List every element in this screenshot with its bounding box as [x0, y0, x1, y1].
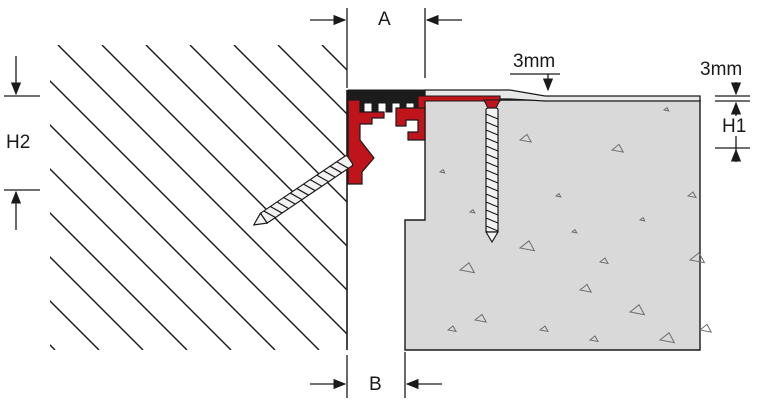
label-gap-side: 3mm	[700, 59, 743, 80]
label-gap-top: 3mm	[513, 51, 556, 72]
dimension-b	[310, 352, 442, 398]
vertical-screw-icon	[483, 99, 501, 244]
red-profile-right	[395, 107, 426, 141]
red-profile-left	[347, 99, 385, 185]
dimension-a	[310, 8, 462, 88]
dimension-h2	[4, 56, 40, 230]
label-h2: H2	[6, 132, 31, 153]
angled-screw-icon	[252, 155, 354, 226]
label-a: A	[378, 9, 391, 30]
concrete-step	[404, 99, 713, 351]
dimension-h1	[715, 82, 750, 162]
dimension-3mm-top	[510, 73, 560, 92]
red-profile-flange	[417, 95, 501, 109]
label-h1: H1	[722, 116, 747, 137]
nosing-profile	[347, 89, 501, 185]
label-b: B	[369, 374, 382, 395]
